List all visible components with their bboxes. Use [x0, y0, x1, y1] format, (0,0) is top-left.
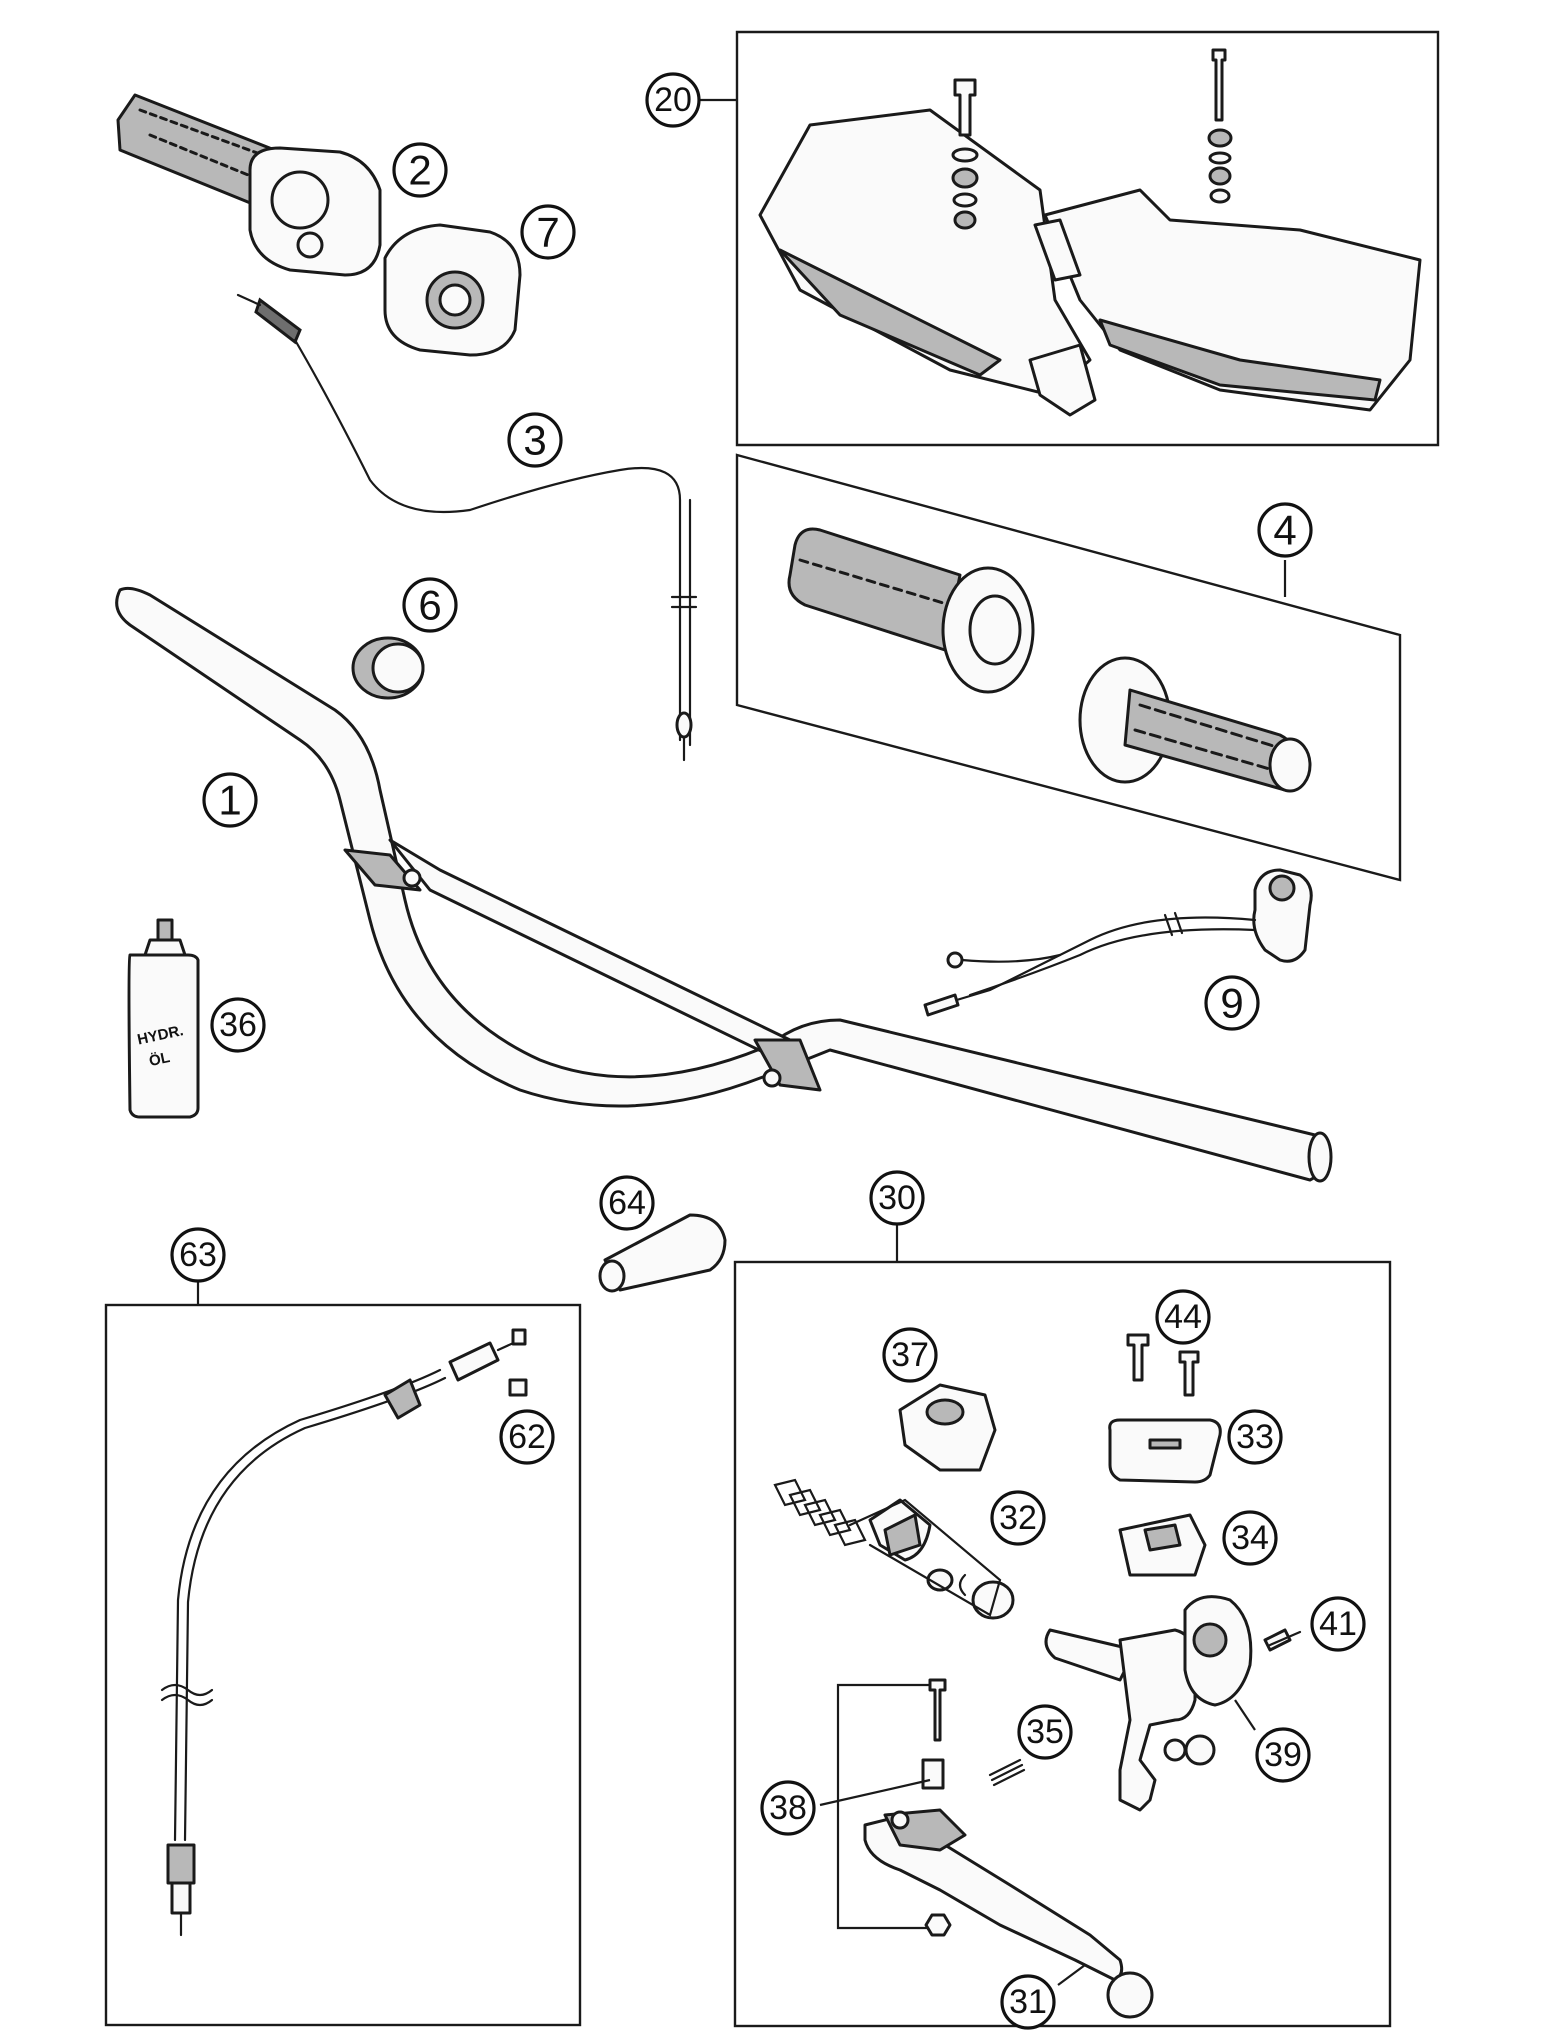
callout-62: 62 [499, 1409, 555, 1465]
callout-63-label: 63 [179, 1236, 217, 1274]
sleeve-part-64 [598, 1213, 727, 1293]
bolt-part-41 [1263, 1628, 1302, 1652]
callout-34: 34 [1222, 1510, 1278, 1566]
grips-part-4 [787, 527, 1312, 793]
callout-33: 33 [1227, 1409, 1283, 1465]
ring-part-6 [351, 636, 425, 700]
callout-3: 3 [507, 412, 563, 468]
callout-63: 63 [170, 1227, 226, 1283]
callout-31-label: 31 [1009, 1983, 1047, 2021]
throttle-cable-part-3 [236, 293, 698, 762]
throttle-cover-part-7 [383, 223, 522, 357]
callout-31: 31 [1000, 1974, 1056, 2030]
callout-41: 41 [1310, 1596, 1366, 1652]
callout-44-label: 44 [1164, 1298, 1202, 1336]
callout-30: 30 [869, 1170, 925, 1226]
callout-34-label: 34 [1231, 1519, 1269, 1557]
callout-4-label: 4 [1273, 507, 1296, 554]
callout-33-label: 33 [1236, 1418, 1274, 1456]
callout-62-label: 62 [508, 1418, 546, 1456]
oil-bottle-part-36: HYDR. ÖL [127, 918, 200, 1119]
screws-part-44 [1126, 1333, 1200, 1397]
callout-37-label: 37 [891, 1336, 929, 1374]
clutch-cable-part-63 [160, 1282, 528, 1937]
box-handguards-20 [735, 30, 1440, 447]
box-grips-4 [735, 453, 1402, 882]
callout-38: 38 [760, 1780, 816, 1836]
reservoir-cap-part-33 [1108, 1418, 1222, 1484]
piston-kit-part-32 [773, 1478, 1015, 1620]
diaphragm-part-34 [1118, 1513, 1207, 1577]
callout-3-label: 3 [523, 417, 546, 464]
callout-4: 4 [1257, 502, 1313, 558]
handguards-part-20 [700, 48, 1422, 417]
callout-1-label: 1 [218, 777, 241, 824]
callout-9-label: 9 [1220, 980, 1243, 1027]
brake-reservoir-clamp-part-37 [898, 1383, 997, 1472]
brake-lever-part-31 [863, 1808, 1154, 2019]
callout-39-label: 39 [1264, 1736, 1302, 1774]
callout-38-label: 38 [769, 1789, 807, 1827]
box-clutch-cable-63 [104, 1303, 582, 2027]
callout-36: 36 [210, 997, 266, 1053]
kill-switch-part-9 [923, 868, 1313, 1017]
callout-20-label: 20 [654, 81, 692, 119]
callout-6: 6 [402, 577, 458, 633]
box-brake-assembly-30 [733, 1260, 1392, 2028]
callout-64: 64 [599, 1175, 655, 1231]
callout-9: 9 [1204, 975, 1260, 1031]
callout-20: 20 [645, 72, 701, 128]
callout-6-label: 6 [418, 582, 441, 629]
spring-pin-part-35 [988, 1758, 1026, 1787]
callout-30-label: 30 [878, 1179, 916, 1217]
callout-32-label: 32 [999, 1499, 1037, 1537]
callout-36-label: 36 [219, 1006, 257, 1044]
callout-32: 32 [990, 1490, 1046, 1546]
callout-2-label: 2 [408, 147, 431, 194]
callout-7: 7 [520, 204, 576, 260]
callout-41-label: 41 [1319, 1605, 1357, 1643]
callout-7-label: 7 [536, 209, 559, 256]
callout-44: 44 [1155, 1289, 1211, 1345]
callout-2: 2 [392, 142, 448, 198]
callout-35: 35 [1017, 1704, 1073, 1760]
master-cylinder-part-39 [1044, 1595, 1256, 1812]
pivot-bolt-part-38 [819, 1678, 952, 1937]
callout-35-label: 35 [1026, 1713, 1064, 1751]
throttle-grip-part-2 [116, 93, 382, 277]
handlebar-part-1 [115, 586, 1333, 1183]
bottle-label-line2: ÖL [148, 1049, 172, 1070]
callout-37: 37 [882, 1327, 938, 1383]
callout-1: 1 [202, 772, 258, 828]
callout-39: 39 [1255, 1727, 1311, 1783]
callout-64-label: 64 [608, 1184, 646, 1222]
